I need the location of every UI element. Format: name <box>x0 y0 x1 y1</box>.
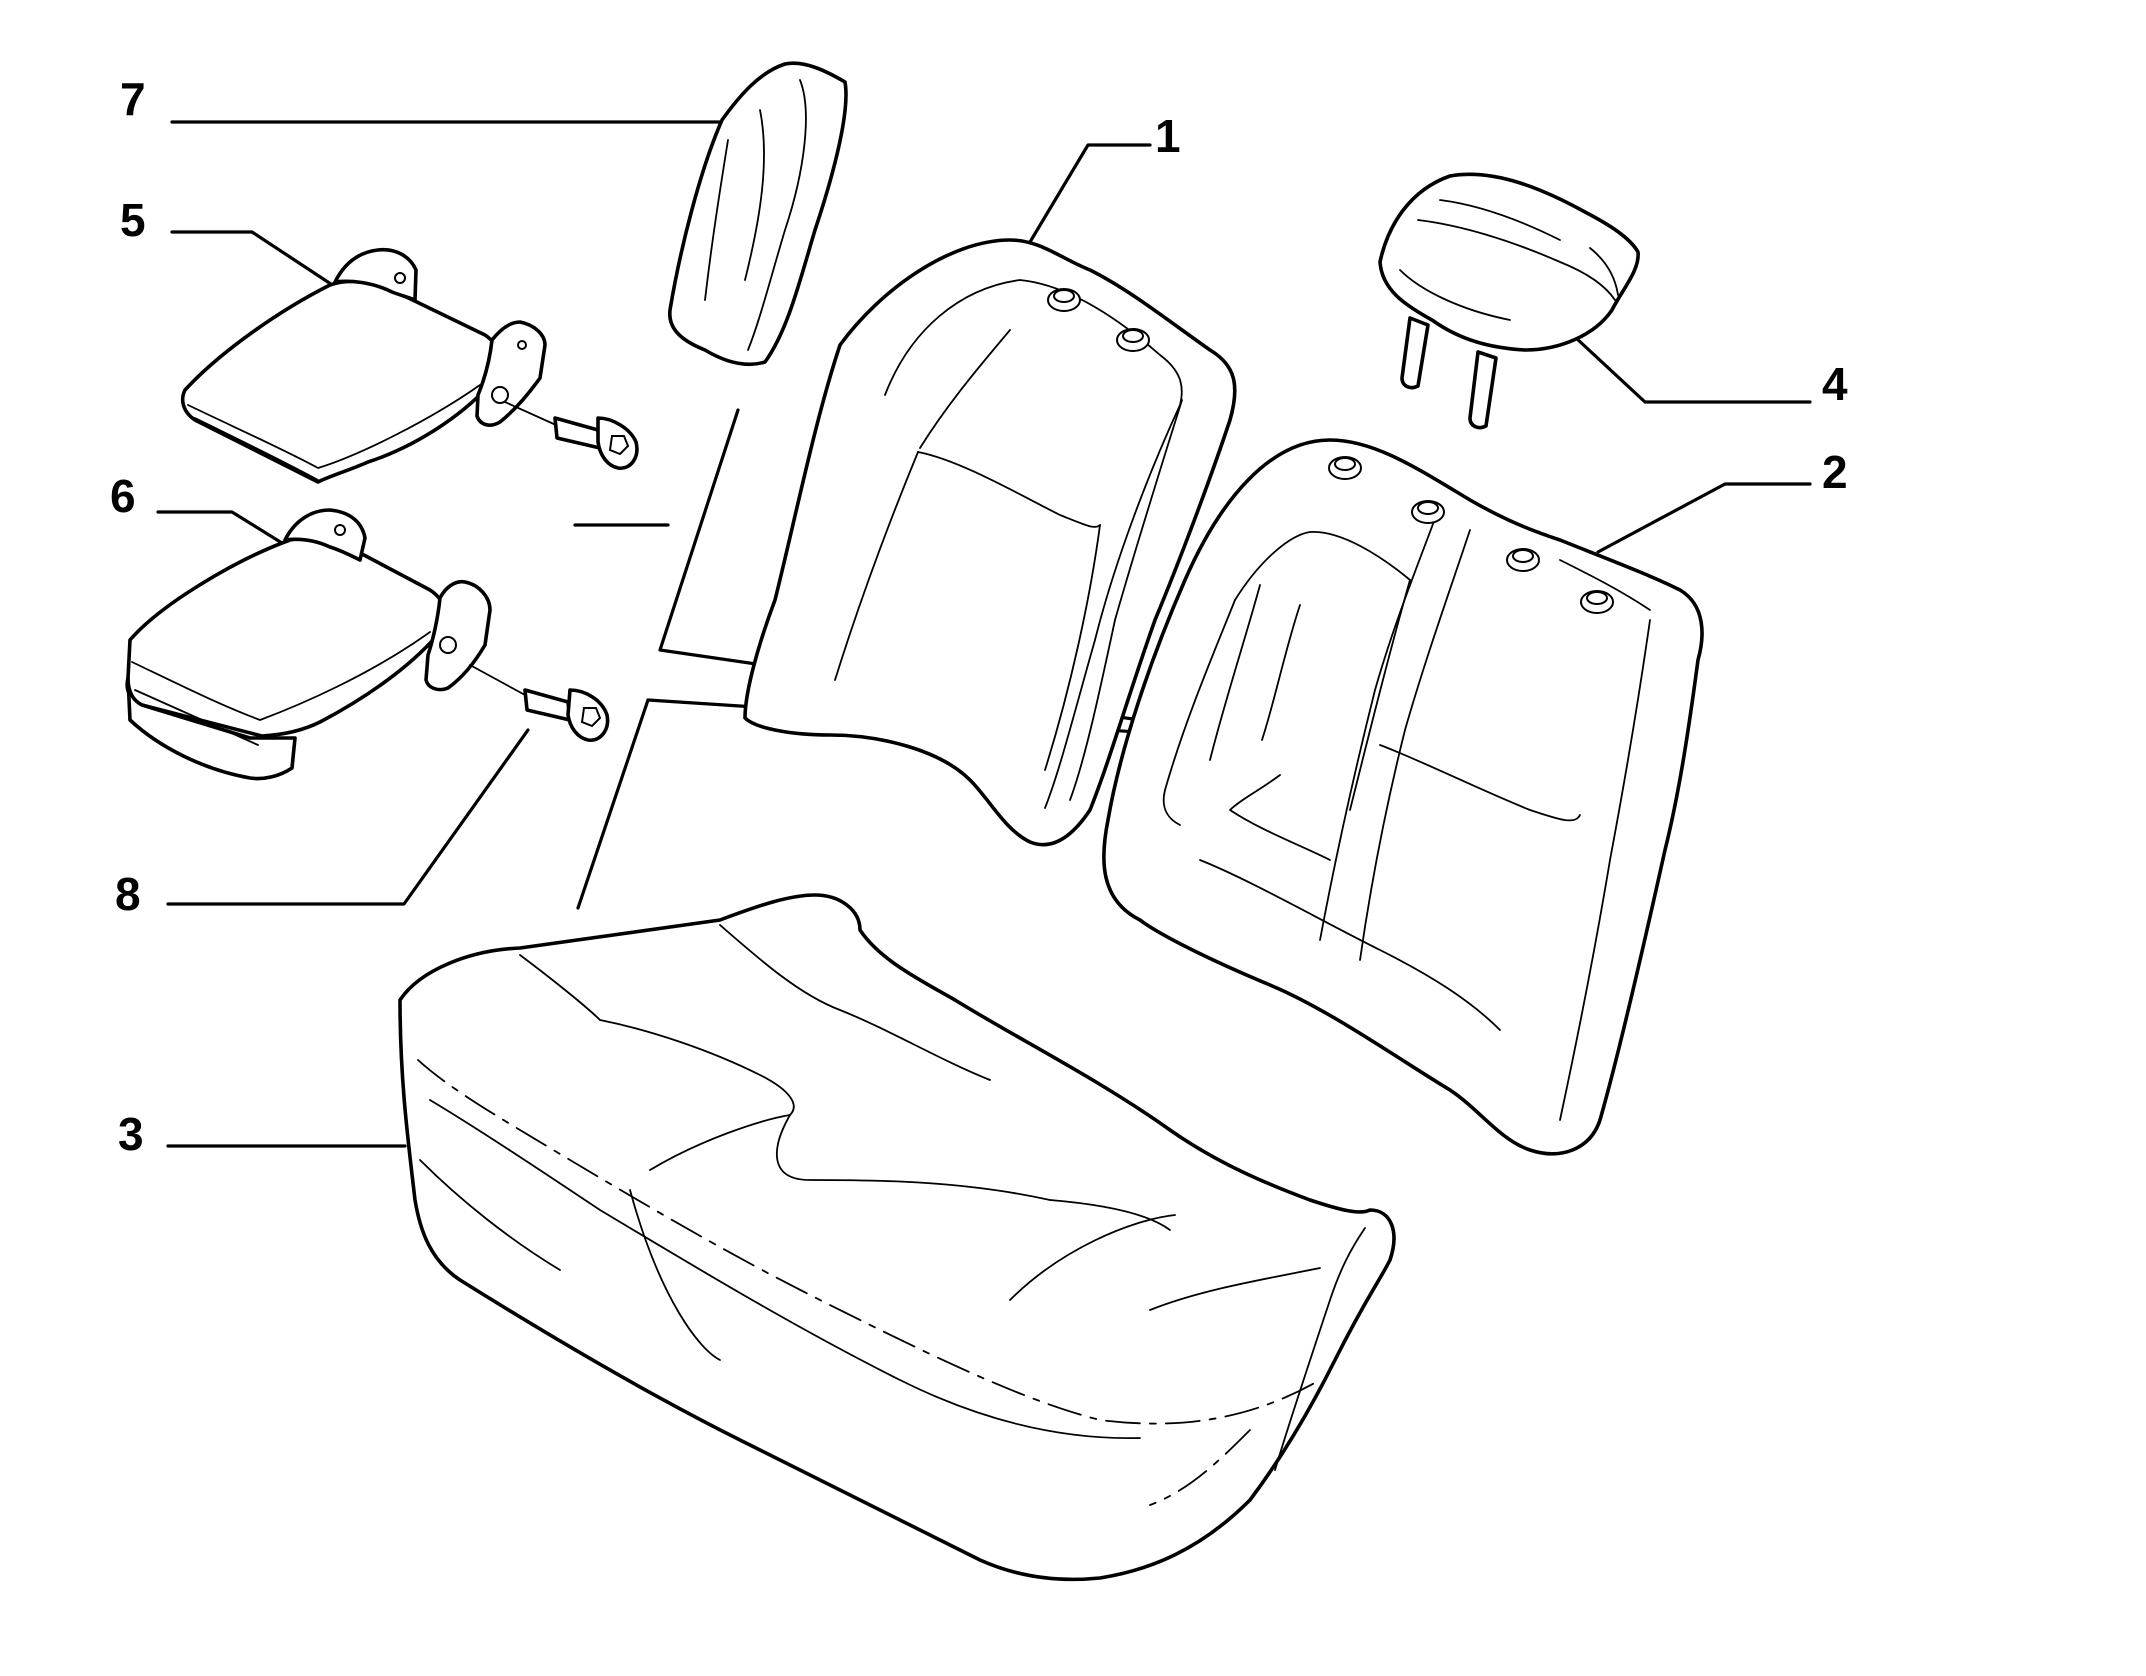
part-cup-holder-armrest-lower <box>125 508 610 781</box>
leader-8 <box>166 728 530 906</box>
part-cup-holder-armrest-upper <box>180 247 639 484</box>
callout-number-6: 6 <box>110 470 136 522</box>
callout-number-4: 4 <box>1822 358 1848 410</box>
callout-number-3: 3 <box>118 1108 144 1160</box>
leader-6 <box>156 510 292 550</box>
callout-number-2: 2 <box>1822 446 1848 498</box>
part-headrest <box>1378 172 1640 430</box>
callout-number-5: 5 <box>120 194 146 246</box>
callout-number-7: 7 <box>120 73 146 125</box>
leader-2 <box>1596 482 1812 554</box>
callout-number-1: 1 <box>1155 110 1181 162</box>
part-seat-cushion <box>398 893 1396 1582</box>
part-backrest-right <box>1102 438 1704 1156</box>
assembly-line-d <box>576 698 650 910</box>
callout-number-8: 8 <box>115 868 141 920</box>
part-armrest-cover <box>668 61 848 367</box>
leader-1 <box>1028 143 1152 244</box>
leader-5 <box>170 230 342 292</box>
leader-4 <box>1546 310 1812 404</box>
part-backrest-left <box>743 238 1237 847</box>
